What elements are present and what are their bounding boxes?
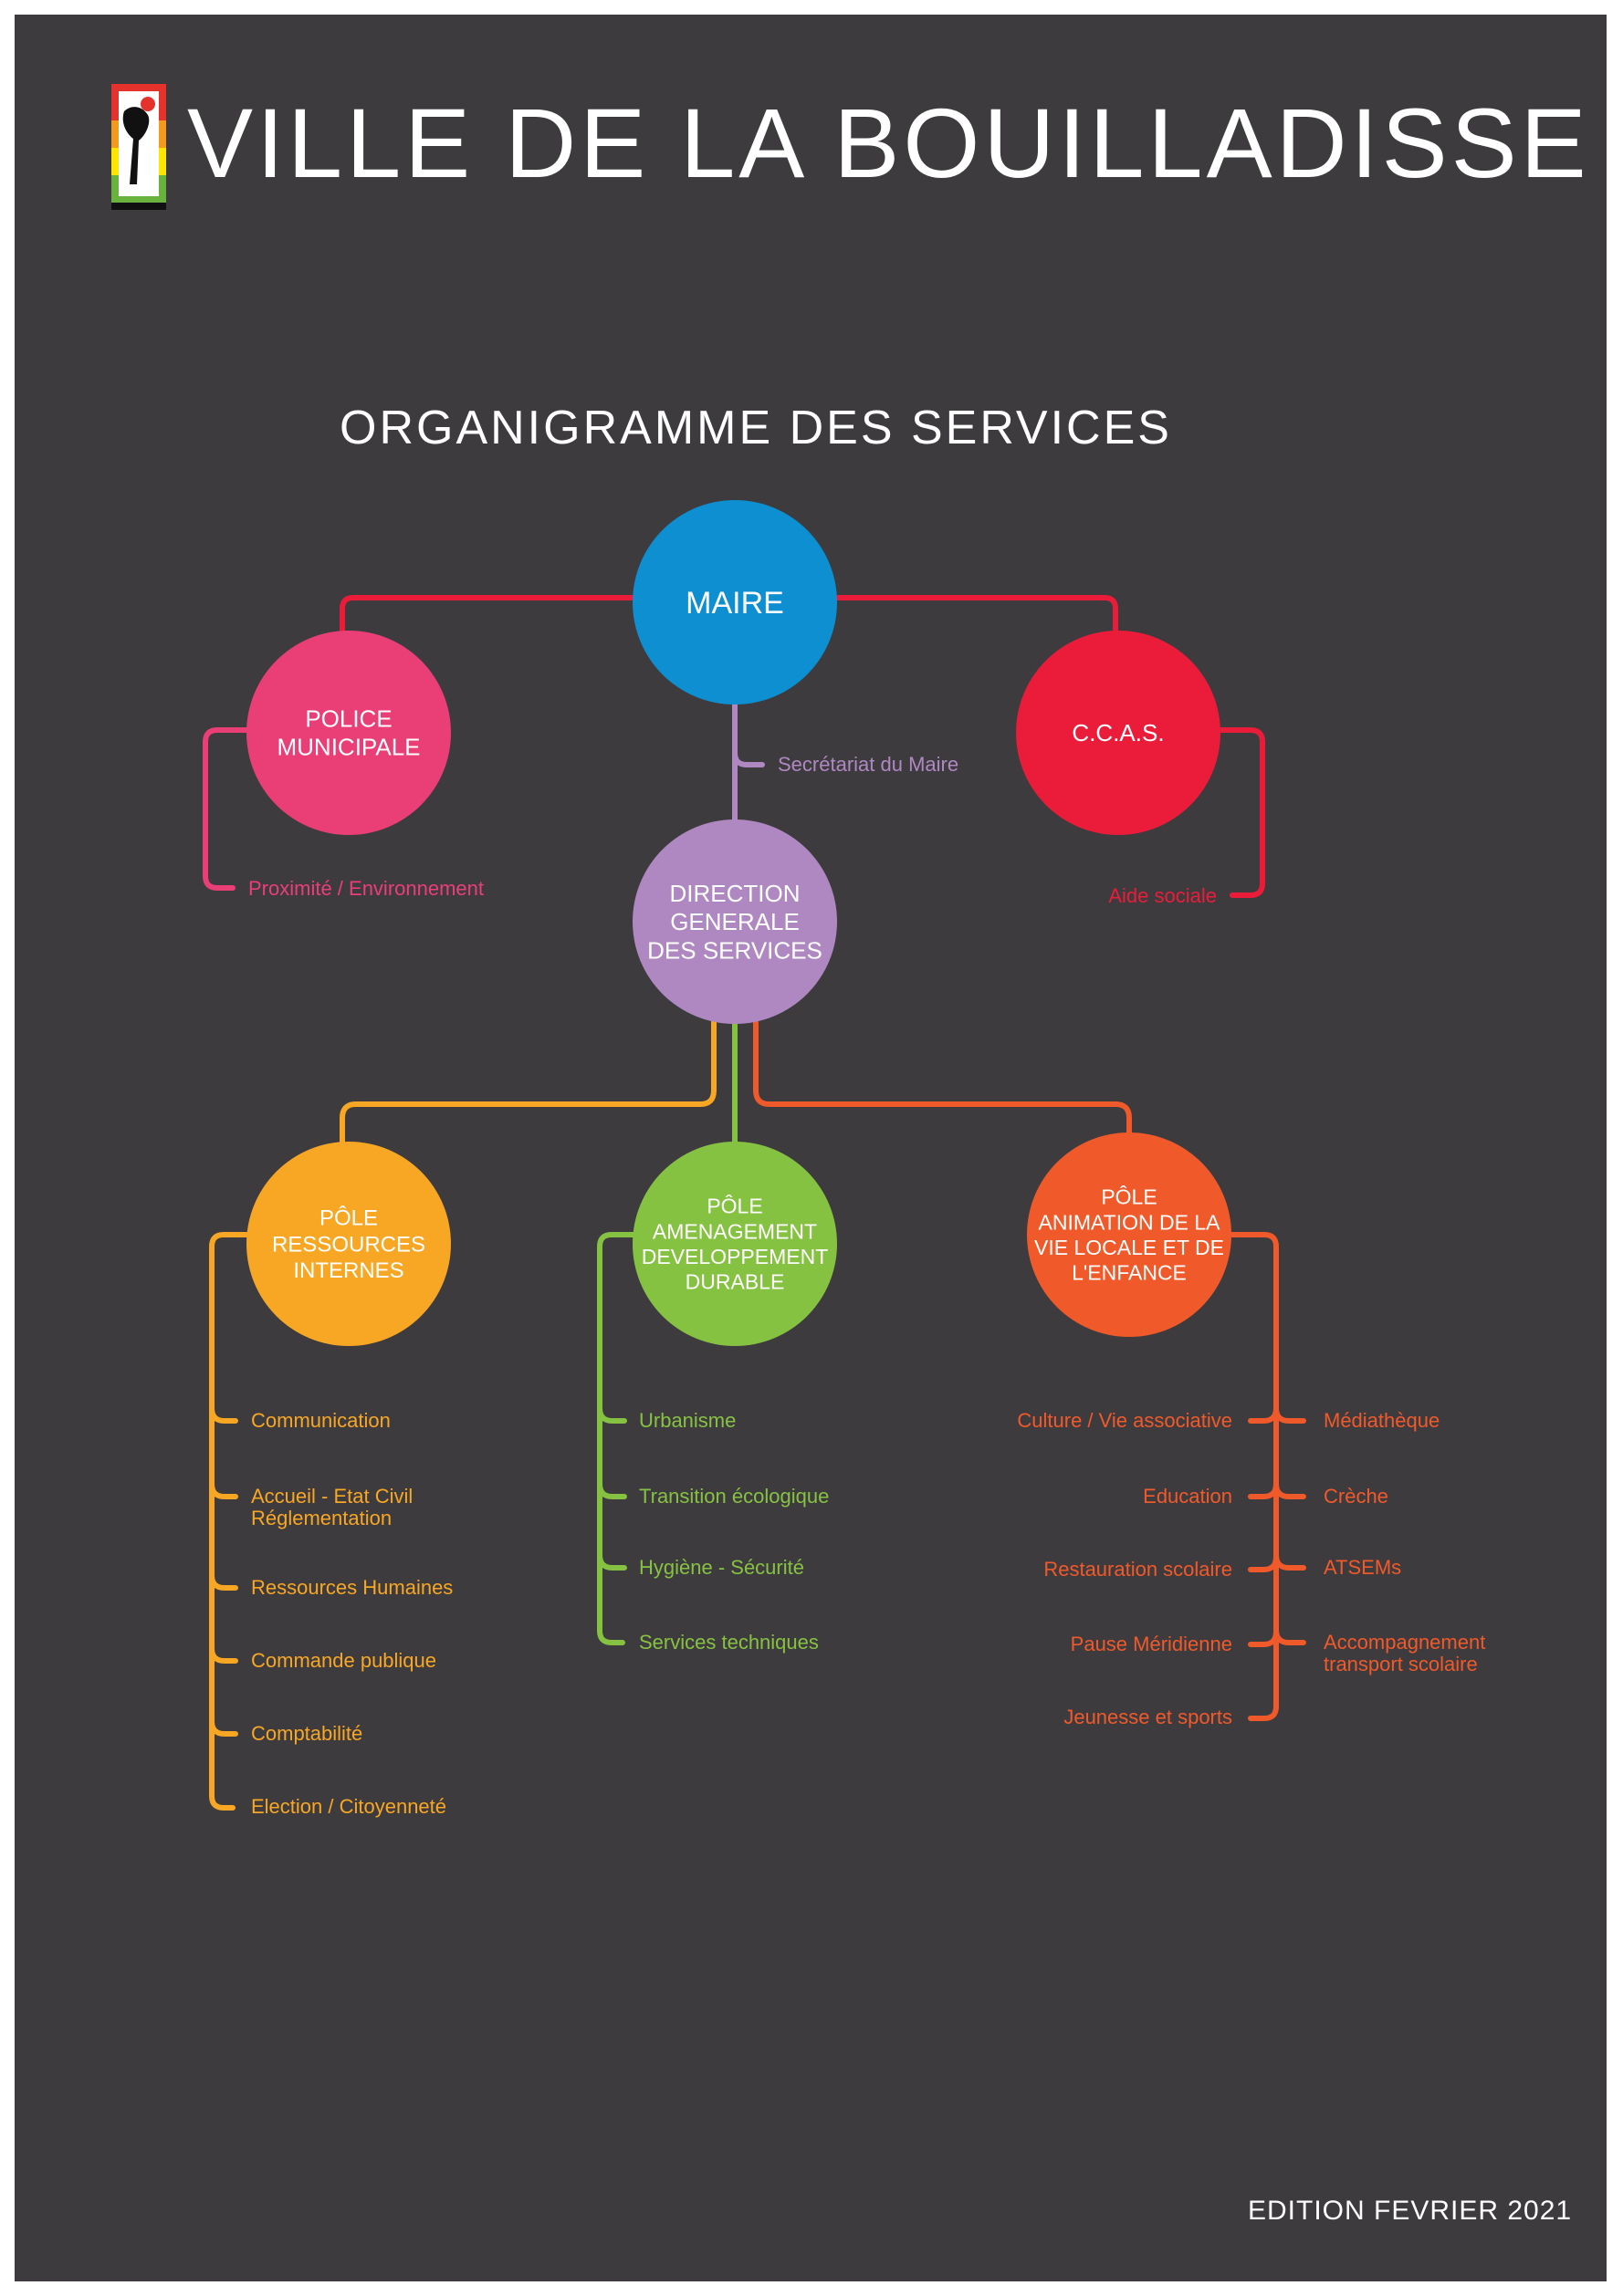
- chart-subtitle: ORGANIGRAMME DES SERVICES: [340, 402, 1172, 454]
- amenagement-item: Services techniques: [639, 1631, 819, 1654]
- connector-maire-police: [340, 595, 642, 646]
- node-maire-label: MAIRE: [686, 586, 784, 621]
- node-ccas-circle: [1016, 631, 1220, 835]
- connector-animation-left-tick: [1248, 1629, 1279, 1647]
- connector-amenagement-spine: [597, 1232, 639, 1645]
- ressources-item: Election / Citoyenneté: [251, 1795, 446, 1818]
- city-logo: [111, 84, 166, 210]
- animation-left-item: Culture / Vie associative: [1017, 1409, 1232, 1432]
- connector-animation-left-tick: [1248, 1554, 1279, 1572]
- connector-amenagement-tick: [597, 1552, 627, 1571]
- connector-animation-right-tick: [1273, 1481, 1306, 1499]
- connector-dgs-animation: [753, 1019, 1132, 1143]
- connector-ressources-tick: [209, 1405, 238, 1424]
- animation-right-item: Médiathèque: [1324, 1409, 1440, 1432]
- connector-ressources-tick: [209, 1481, 238, 1499]
- animation-left-item: Pause Méridienne: [1071, 1633, 1232, 1655]
- connector-police-items: [203, 727, 249, 891]
- connector-ressources-tick: [209, 1645, 238, 1664]
- connector-ressources-tick: [209, 1572, 238, 1591]
- secretariat-label: Secrétariat du Maire: [778, 753, 958, 776]
- amenagement-item: Transition écologique: [639, 1485, 829, 1508]
- connector-animation-left-tick: [1248, 1481, 1279, 1499]
- edition-label: EDITION FEVRIER 2021: [1248, 2196, 1573, 2226]
- connector-animation-right-tick: [1273, 1405, 1306, 1424]
- animation-right-item: ATSEMs: [1324, 1556, 1401, 1579]
- node-amenagement-circle: [633, 1142, 837, 1346]
- connector-ressources-spine: [209, 1232, 249, 1811]
- animation-left-item: Jeunesse et sports: [1063, 1706, 1232, 1728]
- connector-animation-spine: [1227, 1232, 1279, 1721]
- animation-left-item: Restauration scolaire: [1043, 1558, 1232, 1581]
- connector-maire-ccas: [828, 595, 1118, 646]
- police-item: Proximité / Environnement: [248, 877, 484, 900]
- amenagement-item: Hygiène - Sécurité: [639, 1556, 804, 1579]
- node-ccas-label: C.C.A.S.: [1072, 719, 1164, 746]
- poster-background: [15, 15, 1607, 2281]
- ressources-item: Commande publique: [251, 1649, 436, 1672]
- connector-secretariat: [732, 750, 765, 767]
- animation-left-item: Education: [1143, 1485, 1232, 1508]
- node-dgs-circle: [633, 819, 837, 1024]
- ressources-item: Comptabilité: [251, 1722, 362, 1745]
- node-maire-circle: [633, 500, 837, 704]
- animation-right-item: Crèche: [1324, 1485, 1388, 1508]
- connector-amenagement-tick: [597, 1405, 627, 1424]
- amenagement-item: Urbanisme: [639, 1409, 736, 1432]
- connector-animation-right-tick: [1273, 1552, 1306, 1571]
- connector-dgs-ressources: [340, 1019, 717, 1148]
- connector-animation-left-tick: [1248, 1405, 1279, 1424]
- city-title: VILLE DE LA BOUILLADISSE: [187, 88, 1590, 198]
- ressources-item: Communication: [251, 1409, 391, 1432]
- connector-amenagement-tick: [597, 1481, 627, 1499]
- node-ressources-circle: [246, 1142, 451, 1346]
- node-police-circle: [246, 631, 451, 835]
- ccas-item: Aide sociale: [1108, 884, 1217, 907]
- connector-ressources-tick: [209, 1718, 238, 1737]
- node-animation-circle: [1027, 1132, 1231, 1337]
- connector-animation-right-tick: [1273, 1627, 1306, 1645]
- ressources-item: Ressources Humaines: [251, 1576, 453, 1599]
- connector-ccas-items: [1213, 727, 1265, 898]
